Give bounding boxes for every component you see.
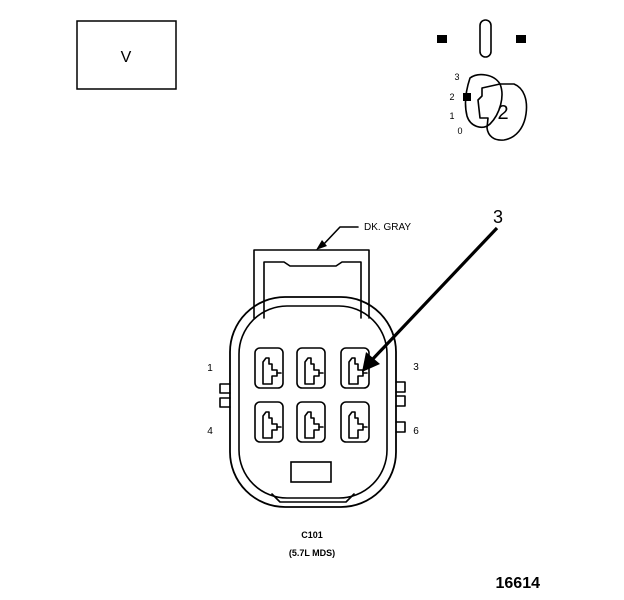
figure-number: 16614: [496, 575, 541, 592]
polarizing-key: [290, 461, 332, 483]
wire-color-label: DK. GRAY: [364, 222, 411, 233]
connector-housing: [219, 249, 406, 508]
key-position-marker: [463, 93, 471, 101]
key-body-outline: [464, 73, 503, 128]
wire-color-arrowhead: [316, 240, 327, 250]
cavity-1: [254, 347, 284, 389]
key-icon: [477, 83, 528, 141]
view-label: V: [121, 49, 132, 66]
view-indicator: V: [76, 20, 177, 90]
locking-tab-inner: [263, 261, 362, 319]
view-frame: [76, 20, 177, 90]
key-position-indicator: 3 2 1 0 2: [437, 19, 528, 141]
key-callout: 2: [497, 102, 508, 124]
key-slot: [479, 19, 492, 58]
left-rib-bottom: [219, 397, 231, 408]
pin-label-3: 3: [413, 362, 419, 373]
housing-bottom-lip: [271, 493, 355, 503]
key-marker-left: [437, 35, 447, 43]
connector-note: (5.7L MDS): [289, 548, 335, 558]
terminal-callout-leader: [368, 226, 499, 364]
terminal-callout-arrowhead: [362, 352, 380, 372]
right-rib-3: [395, 421, 406, 433]
key-position-1: 1: [449, 111, 454, 121]
pin-label-6: 6: [413, 426, 419, 437]
key-position-0: 0: [457, 126, 462, 136]
right-rib-2: [395, 395, 406, 407]
pin-label-1: 1: [207, 363, 213, 374]
key-position-3: 3: [454, 72, 459, 82]
locking-tab: [253, 249, 370, 319]
terminal-callout-number: 3: [493, 207, 503, 227]
cavity-2: [296, 347, 326, 389]
cavity-4: [254, 401, 284, 443]
housing-outer: [229, 296, 397, 508]
right-rib-1: [395, 381, 406, 393]
housing-inner: [238, 305, 388, 499]
pin-label-4: 4: [207, 426, 213, 437]
left-rib-top: [219, 383, 231, 394]
key-marker-right: [516, 35, 526, 43]
connector-id: C101: [301, 530, 323, 540]
cavity-5: [296, 401, 326, 443]
key-position-2: 2: [449, 92, 454, 102]
cavity-6: [340, 401, 370, 443]
terminal-callout: 3: [362, 207, 503, 372]
wire-color-leader: [321, 226, 359, 247]
wire-color-callout: DK. GRAY: [316, 222, 411, 250]
